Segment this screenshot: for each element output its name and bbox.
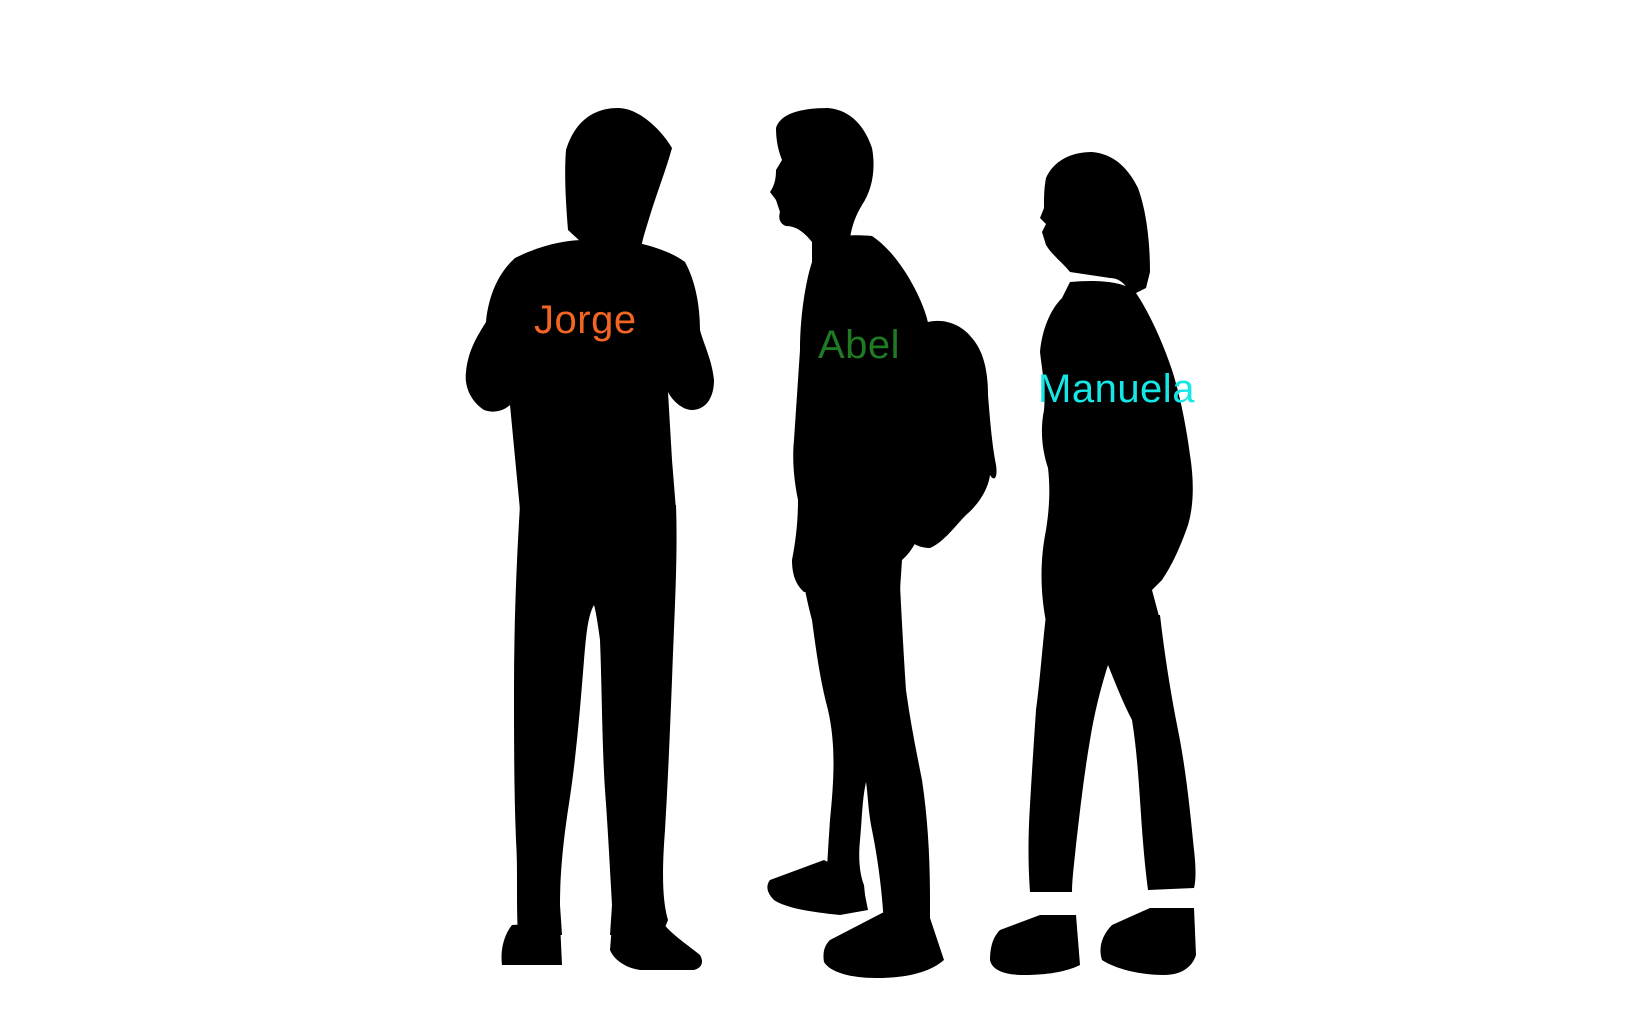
silhouette-abel [767,108,997,978]
silhouette-manuela [990,152,1196,975]
silhouette-jorge [465,108,714,970]
name-label-jorge: Jorge [534,298,637,342]
name-label-manuela: Manuela [1038,367,1195,411]
name-label-abel: Abel [818,323,901,367]
